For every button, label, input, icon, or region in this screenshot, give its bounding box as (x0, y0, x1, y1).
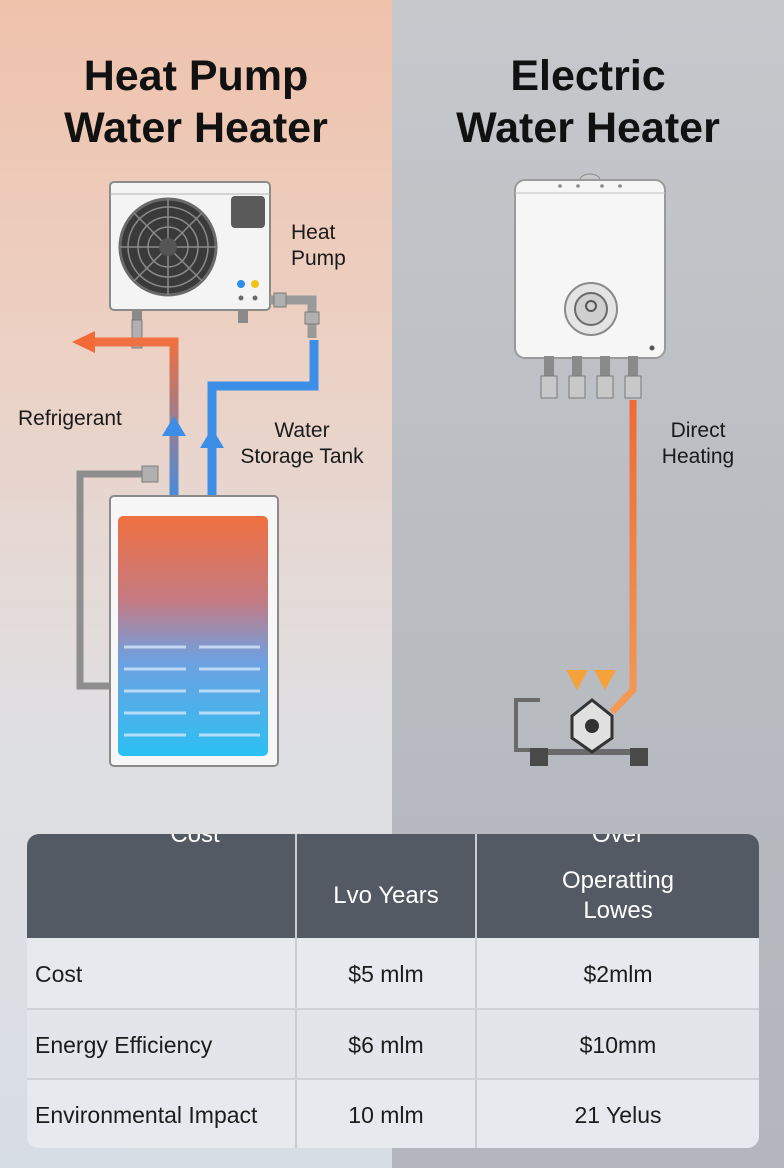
electric-heater-unit (514, 173, 666, 359)
row-label-cost: Cost (35, 961, 83, 987)
tank-label-line2: Storage Tank (240, 445, 364, 468)
diagram-illustration (72, 173, 666, 767)
column-divider (295, 834, 297, 1148)
heat-pump-unit (109, 181, 271, 323)
header-operatting: Operatting (561, 867, 675, 894)
header-over: Over (591, 834, 644, 848)
heat-pump-title-line2: Water Heater (64, 104, 328, 152)
row-label-energy-efficiency: Energy Efficiency (35, 1032, 213, 1058)
efficiency-value-1: $6 mlm (348, 1032, 424, 1058)
heat-pump-label-line1: Heat (291, 221, 336, 244)
direct-heating-line2: Heating (661, 445, 735, 468)
refrigerant-arrow (72, 319, 186, 508)
column-divider (475, 834, 477, 1148)
row-label-environmental-impact: Environmental Impact (35, 1102, 258, 1128)
efficiency-value-2: $10mm (579, 1032, 657, 1058)
refrigerant-label: Refrigerant (18, 407, 122, 430)
element-base-assembly (514, 698, 648, 766)
cost-value-1: $5 mlm (348, 961, 424, 987)
table-row (27, 1008, 759, 1078)
heat-pump-title: Heat Pump Water Heater (0, 50, 392, 154)
table-row (27, 938, 759, 1008)
heat-pump-connection-pipe (270, 292, 320, 338)
electric-title: Electric Water Heater (392, 50, 784, 154)
table-header (27, 834, 759, 938)
impact-value-1: 10 mlm (348, 1102, 424, 1128)
table-row (27, 1078, 759, 1148)
direct-heating-label: Direct Heating (656, 418, 740, 470)
water-storage-tank-label: Water Storage Tank (231, 418, 373, 470)
electric-title-line1: Electric (510, 52, 666, 100)
row-divider (27, 1008, 759, 1010)
header-lowes: Lowes (583, 897, 653, 924)
heat-pump-title-line1: Heat Pump (83, 52, 309, 100)
direct-heating-line1: Direct (670, 419, 726, 442)
electric-title-line2: Water Heater (456, 104, 720, 152)
water-pipe (200, 340, 319, 508)
tank-label-line1: Water (274, 419, 330, 442)
header-operating-costs: Over Operatting Lowes (477, 834, 759, 926)
comparison-table: Cost Lvo Years Over Operatting Lowes Cos… (27, 834, 759, 1148)
heat-pump-label: Heat Pump (291, 220, 346, 272)
heat-pump-label-line2: Pump (291, 247, 346, 270)
row-divider (27, 1078, 759, 1080)
header-cost: Cost (170, 834, 220, 848)
water-storage-tank (109, 495, 279, 767)
tank-side-pipe (76, 465, 159, 690)
cost-value-2: $2mlm (583, 961, 653, 987)
header-years: Lvo Years (333, 882, 439, 909)
impact-value-2: 21 Yelus (574, 1102, 662, 1128)
heating-rods (540, 356, 642, 735)
